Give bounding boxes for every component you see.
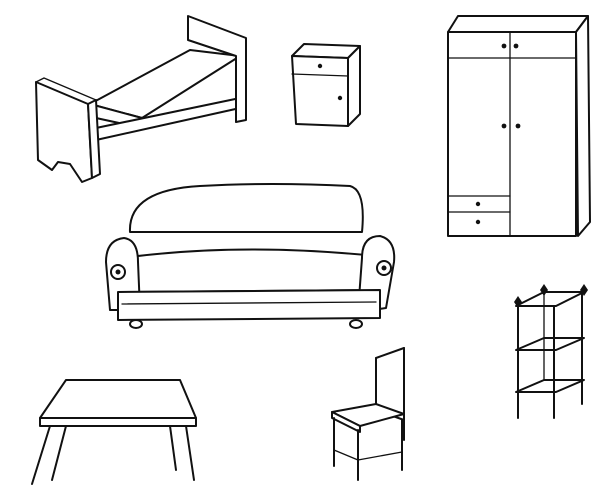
bed-icon: [35, 15, 247, 183]
chair-icon: [331, 347, 405, 481]
sofa-icon: [105, 183, 396, 329]
wardrobe-icon: [447, 15, 591, 237]
table-icon: [31, 379, 197, 485]
shelf-stand-icon: [514, 284, 588, 419]
nightstand-icon: [291, 43, 361, 127]
